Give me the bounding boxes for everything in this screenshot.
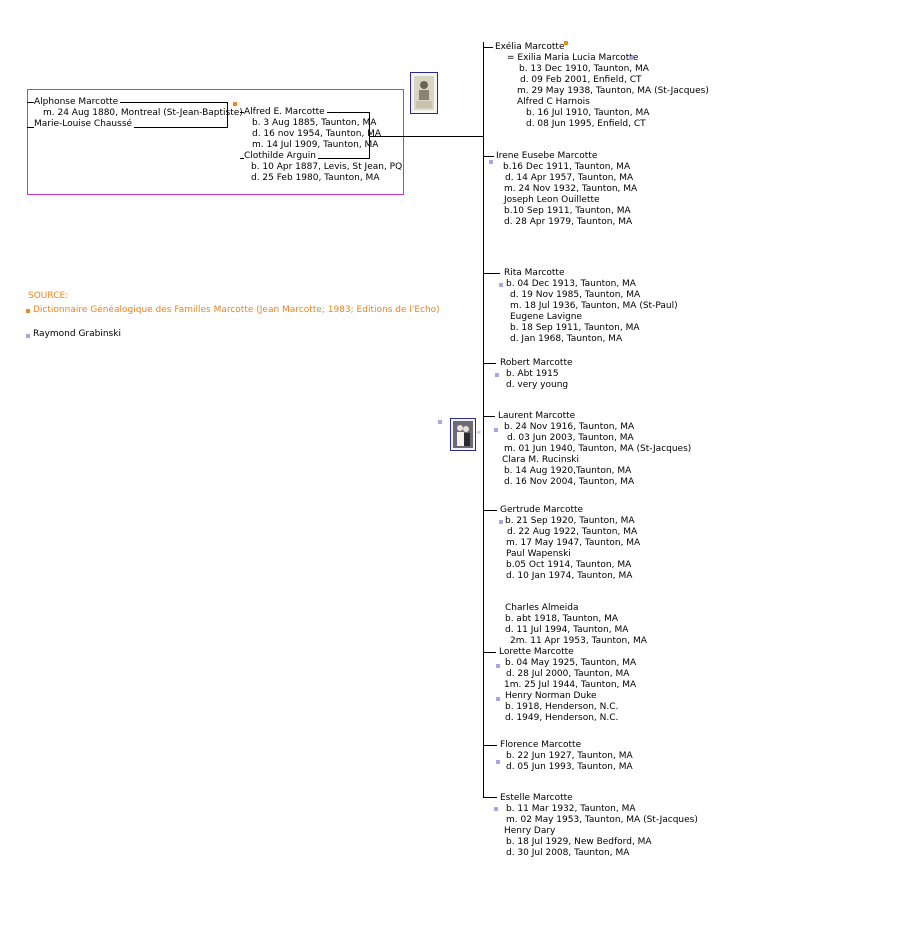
person-marker-icon (499, 520, 503, 524)
child-name[interactable]: Lorette Marcotte (499, 647, 574, 657)
grandmother-name[interactable]: Marie-Louise Chaussé (34, 119, 135, 130)
spouse-name[interactable]: Alfred C Harnois (517, 97, 590, 107)
grandparents-marriage: m. 24 Aug 1880, Montreal (St-Jean-Baptis… (43, 108, 243, 118)
person-marker-icon (489, 160, 493, 164)
source-marker-icon (564, 41, 568, 45)
person-marker-icon (494, 428, 498, 432)
source-marker-icon (233, 102, 237, 106)
alias-line: = Exilia Maria Lucia Marcotte (507, 53, 639, 63)
mother-birth: b. 10 Apr 1887, Levis, St Jean, PQ (251, 162, 403, 172)
spouse-name[interactable]: Joseph Leon Ouillette (504, 195, 600, 205)
parents-connector (369, 136, 484, 137)
grandfather-name[interactable]: Alphonse Marcotte (34, 97, 121, 108)
child-name[interactable]: Gertrude Marcotte (500, 505, 584, 515)
person-marker-icon (496, 760, 500, 764)
source-heading: SOURCE: (28, 291, 69, 301)
spouse-name[interactable]: Paul Wapenski (506, 549, 571, 559)
source-contributor[interactable]: Raymond Grabinski (33, 329, 121, 339)
child-name[interactable]: Exélia Marcotte (495, 42, 565, 52)
father-name[interactable]: Alfred E. Marcotte (244, 107, 327, 118)
person-marker-icon (496, 697, 500, 701)
laurent-photo[interactable] (450, 418, 476, 451)
father-death: d. 16 nov 1954, Taunton, MA (252, 129, 382, 139)
source-citation[interactable]: Dictionnaire Généalogique des Familles M… (33, 305, 440, 315)
spouse-name[interactable]: Charles Almeida (505, 603, 579, 613)
spouse-name[interactable]: Henry Norman Duke (505, 691, 597, 701)
spouse-name[interactable]: Clara M. Rucinski (502, 455, 579, 465)
person-marker-icon (499, 283, 503, 287)
children-trunk (483, 42, 484, 797)
person-marker-icon (494, 807, 498, 811)
child-name[interactable]: Rita Marcotte (504, 268, 565, 278)
person-marker-icon (496, 664, 500, 668)
child-name[interactable]: Laurent Marcotte (498, 411, 576, 421)
ancestors-frame (27, 89, 404, 195)
parents-photo[interactable] (410, 72, 438, 114)
child-name[interactable]: Florence Marcotte (500, 740, 582, 750)
parents-marriage: m. 14 Jul 1909, Taunton, MA (252, 140, 379, 150)
source-marker-icon (26, 309, 30, 313)
person-marker-icon (495, 373, 499, 377)
child-name[interactable]: Robert Marcotte (500, 358, 573, 368)
spouse-name[interactable]: Eugene Lavigne (510, 312, 583, 322)
portrait-icon (453, 421, 473, 448)
mother-name[interactable]: Clothilde Arguin (244, 151, 318, 162)
father-birth: b. 3 Aug 1885, Taunton, MA (252, 118, 377, 128)
portrait-icon (414, 76, 434, 110)
child-name[interactable]: Estelle Marcotte (500, 793, 573, 803)
photo-link-icon: « (476, 428, 482, 438)
mother-death: d. 25 Feb 1980, Taunton, MA (251, 173, 380, 183)
person-marker-icon (26, 334, 30, 338)
person-marker-icon (438, 420, 442, 424)
child-name[interactable]: Irene Eusebe Marcotte (496, 151, 598, 161)
person-marker-icon (629, 56, 633, 60)
spouse-name[interactable]: Henry Dary (504, 826, 556, 836)
